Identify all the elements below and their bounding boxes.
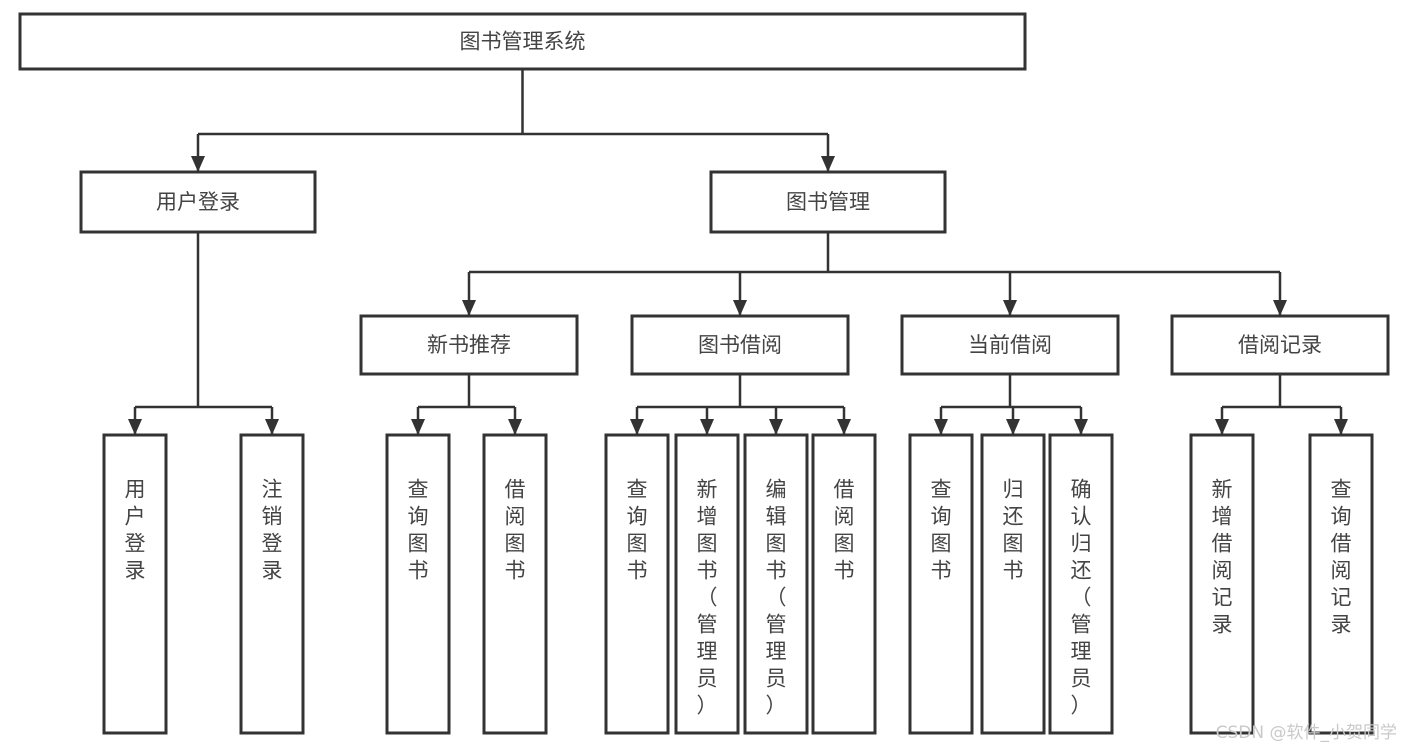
- node-book-management-label: 图书管理: [786, 190, 870, 214]
- node-leaf-user-logout-box[interactable]: [239, 433, 305, 735]
- node-new-book-recommend[interactable]: 新书推荐: [359, 314, 579, 376]
- leaves-book-borrow-arrow-2: [769, 419, 783, 435]
- node-leaf-borrow-book-box[interactable]: [811, 433, 877, 735]
- node-leaf-query-borrow-record-label: 查询借阅记录: [1331, 478, 1352, 637]
- node-leaf-query-book-borrow-box[interactable]: [604, 433, 670, 735]
- leaves-book-borrow-arrow-0: [630, 419, 644, 435]
- leaves-user-login-arrow-0: [128, 419, 142, 435]
- node-leaf-borrow-book-recommend[interactable]: 借阅图书: [482, 433, 548, 735]
- node-borrow-record[interactable]: 借阅记录: [1170, 314, 1390, 376]
- node-new-book-recommend-box[interactable]: [359, 314, 579, 376]
- leaves-new-book-recommend-arrow-1: [508, 419, 522, 435]
- node-user-login[interactable]: 用户登录: [79, 170, 317, 234]
- leaves-current-borrow-arrow-2: [1074, 419, 1088, 435]
- node-book-management[interactable]: 图书管理: [709, 170, 947, 234]
- node-user-login-box[interactable]: [79, 170, 317, 234]
- node-leaf-query-book-recommend-label: 查询图书: [408, 478, 429, 583]
- node-leaf-query-borrow-record[interactable]: 查询借阅记录: [1308, 433, 1374, 735]
- bookmgmt-to-level3-arrow-3: [1273, 300, 1287, 316]
- leaves-borrow-record-arrow-1: [1334, 419, 1348, 435]
- node-leaf-add-borrow-record-label: 新增借阅记录: [1212, 478, 1233, 637]
- root-to-level2-arrow-0: [191, 156, 205, 172]
- root-to-level2-arrow-1: [821, 156, 835, 172]
- node-current-borrow-box[interactable]: [900, 314, 1120, 376]
- node-leaf-edit-book-admin-box[interactable]: [743, 433, 809, 735]
- node-leaf-query-book-borrow[interactable]: 查询图书: [604, 433, 670, 735]
- node-leaf-query-book-current-label: 查询图书: [931, 478, 952, 583]
- node-leaf-return-book[interactable]: 归还图书: [980, 433, 1046, 735]
- node-leaf-add-book-admin[interactable]: 新增图书（管理员）: [674, 433, 740, 735]
- node-leaf-borrow-book-label: 借阅图书: [834, 478, 855, 583]
- node-leaf-add-borrow-record[interactable]: 新增借阅记录: [1189, 433, 1255, 735]
- node-borrow-record-box[interactable]: [1170, 314, 1390, 376]
- bookmgmt-to-level3-arrow-1: [733, 300, 747, 316]
- node-new-book-recommend-label: 新书推荐: [427, 333, 511, 357]
- node-current-borrow-label: 当前借阅: [968, 333, 1052, 357]
- node-root-box[interactable]: [18, 12, 1027, 71]
- node-book-borrow[interactable]: 图书借阅: [630, 314, 850, 376]
- connector-layer: [128, 69, 1348, 435]
- node-leaf-edit-book-admin[interactable]: 编辑图书（管理员）: [743, 433, 809, 735]
- leaves-book-borrow-arrow-1: [700, 419, 714, 435]
- leaves-user-login-arrow-1: [265, 419, 279, 435]
- node-book-management-box[interactable]: [709, 170, 947, 234]
- leaves-borrow-record-arrow-0: [1215, 419, 1229, 435]
- node-leaf-borrow-book-recommend-label: 借阅图书: [505, 478, 526, 583]
- node-current-borrow[interactable]: 当前借阅: [900, 314, 1120, 376]
- csdn-watermark: CSDN @软件_小贺同学: [1215, 723, 1397, 743]
- leaves-current-borrow-arrow-0: [934, 419, 948, 435]
- node-user-login-label: 用户登录: [156, 190, 240, 214]
- node-leaf-return-book-box[interactable]: [980, 433, 1046, 735]
- node-leaf-query-book-current-box[interactable]: [908, 433, 974, 735]
- node-layer: 图书管理系统用户登录图书管理新书推荐图书借阅当前借阅借阅记录用户登录注销登录查询…: [18, 12, 1390, 735]
- node-leaf-borrow-book-recommend-box[interactable]: [482, 433, 548, 735]
- node-leaf-query-book-current[interactable]: 查询图书: [908, 433, 974, 735]
- node-leaf-confirm-return-admin-label: 确认归还（管理员）: [1071, 478, 1092, 718]
- node-root-label: 图书管理系统: [460, 30, 586, 54]
- leaves-current-borrow-arrow-1: [1006, 419, 1020, 435]
- node-leaf-user-login[interactable]: 用户登录: [102, 433, 168, 735]
- bookmgmt-to-level3-arrow-0: [462, 300, 476, 316]
- node-leaf-user-logout-label: 注销登录: [262, 478, 283, 583]
- node-leaf-confirm-return-admin-box[interactable]: [1048, 433, 1114, 735]
- node-root[interactable]: 图书管理系统: [18, 12, 1027, 71]
- node-leaf-add-book-admin-label: 新增图书（管理员）: [697, 478, 718, 718]
- node-leaf-user-logout[interactable]: 注销登录: [239, 433, 305, 735]
- node-leaf-query-borrow-record-box[interactable]: [1308, 433, 1374, 735]
- node-leaf-add-book-admin-box[interactable]: [674, 433, 740, 735]
- leaves-book-borrow-arrow-3: [837, 419, 851, 435]
- node-leaf-edit-book-admin-label: 编辑图书（管理员）: [766, 478, 787, 718]
- node-leaf-query-book-recommend-box[interactable]: [385, 433, 451, 735]
- node-book-borrow-box[interactable]: [630, 314, 850, 376]
- node-leaf-user-login-box[interactable]: [102, 433, 168, 735]
- node-borrow-record-label: 借阅记录: [1238, 333, 1322, 357]
- node-book-borrow-label: 图书借阅: [698, 333, 782, 357]
- node-leaf-borrow-book[interactable]: 借阅图书: [811, 433, 877, 735]
- node-leaf-query-book-recommend[interactable]: 查询图书: [385, 433, 451, 735]
- bookmgmt-to-level3-arrow-2: [1003, 300, 1017, 316]
- node-leaf-query-book-borrow-label: 查询图书: [627, 478, 648, 583]
- node-leaf-add-borrow-record-box[interactable]: [1189, 433, 1255, 735]
- node-leaf-user-login-label: 用户登录: [125, 478, 146, 583]
- leaves-new-book-recommend-arrow-0: [411, 419, 425, 435]
- node-leaf-return-book-label: 归还图书: [1003, 478, 1024, 583]
- node-leaf-confirm-return-admin[interactable]: 确认归还（管理员）: [1048, 433, 1114, 735]
